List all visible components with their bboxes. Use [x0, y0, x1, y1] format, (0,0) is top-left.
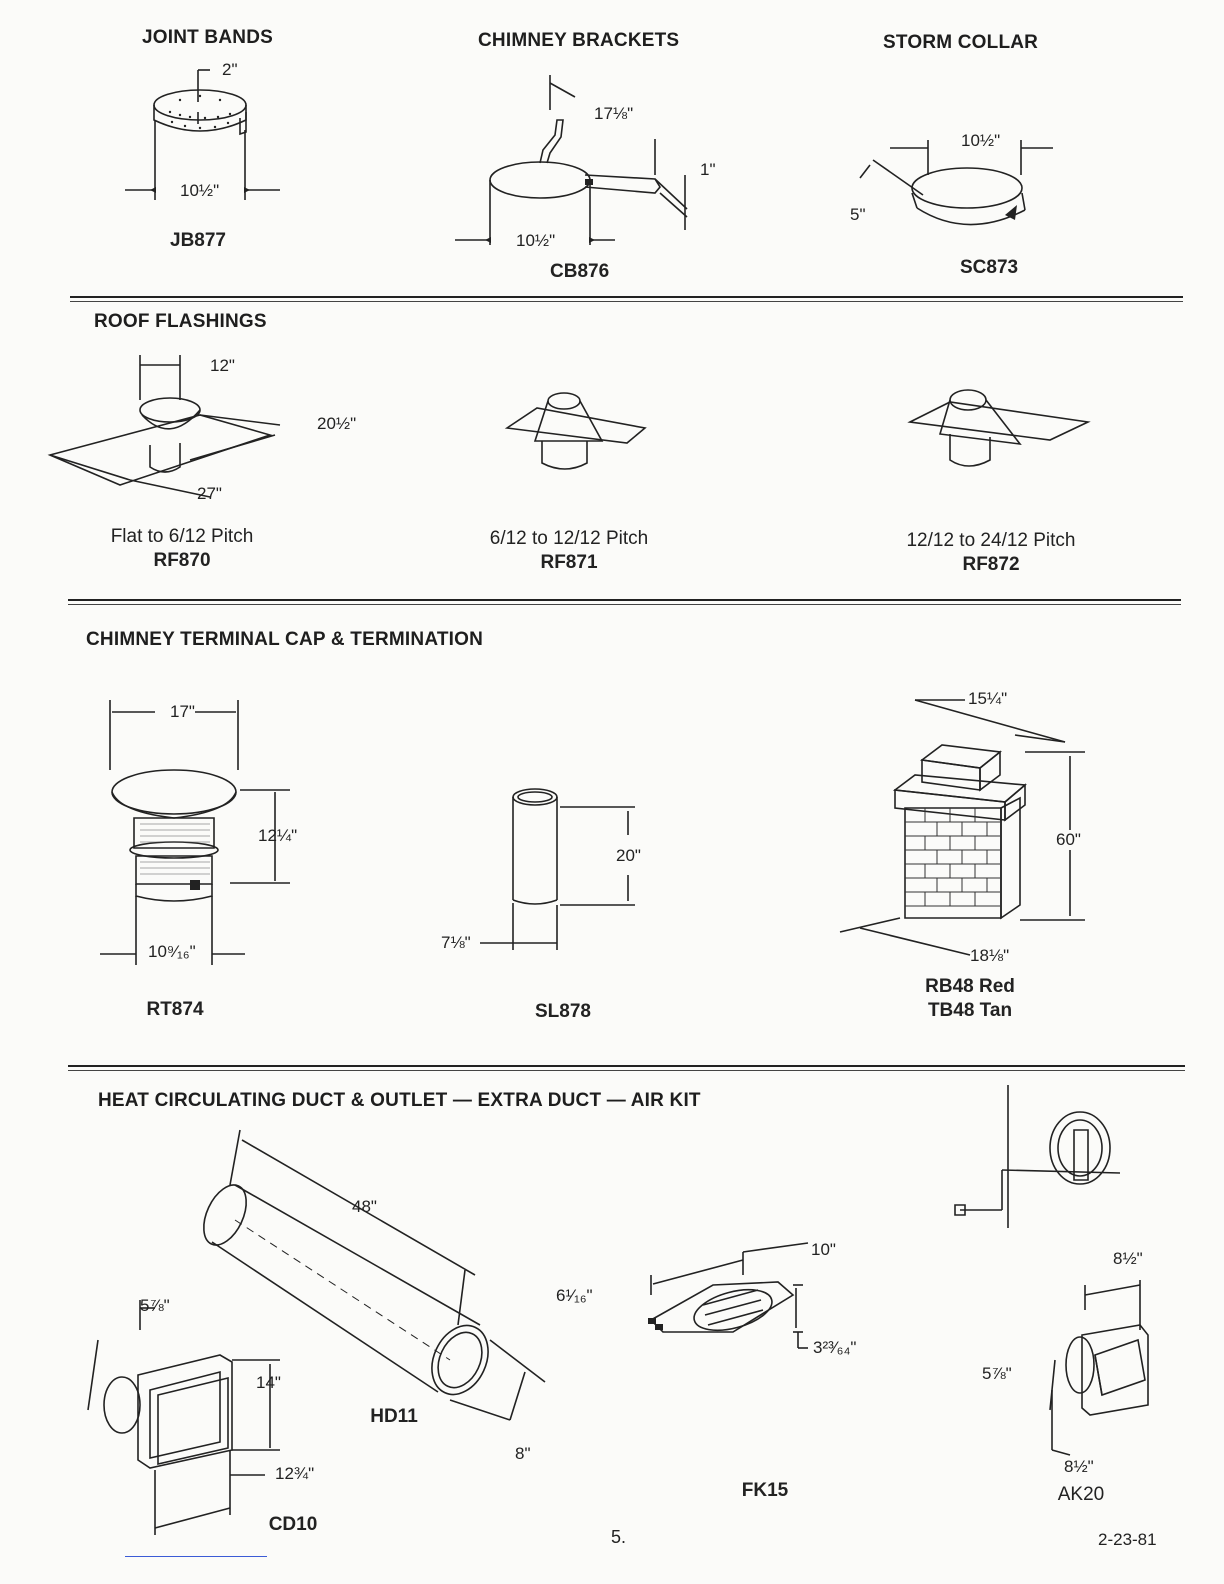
storm-collar-height-dim: 5": [850, 205, 866, 224]
terminal-cap-title: CHIMNEY TERMINAL CAP & TERMINATION: [86, 629, 484, 650]
tb48-code: TB48 Tan: [927, 1000, 1013, 1021]
ak20-height-dim: 8½": [1064, 1457, 1094, 1476]
rf872-code: RF872: [962, 554, 1020, 575]
sl878-code: SL878: [535, 1001, 591, 1022]
bracket-offset-dim: 1": [700, 160, 716, 179]
fk15-height-dim: 3²³⁄₆₄": [813, 1338, 857, 1357]
chimney-base-dim: 18⅛": [970, 946, 1010, 965]
rt874-width-dim: 17": [170, 702, 195, 721]
hd11-illustration: [190, 1130, 560, 1440]
storm-collar-title: STORM COLLAR: [883, 32, 1039, 53]
rf871-code: RF871: [540, 552, 598, 573]
rf872-illustration: [910, 382, 1090, 472]
ak20-width-dim: 8½": [1113, 1249, 1143, 1268]
hd11-diameter-dim: 6¹⁄₁₆": [556, 1286, 593, 1305]
joint-band-illustration: [110, 60, 290, 210]
sl878-illustration: [440, 785, 650, 955]
rf870-width-dim: 12": [210, 356, 235, 375]
jb877-code: JB877: [170, 230, 226, 251]
ak20-wall-illustration: [950, 1085, 1130, 1235]
hd11-length-dim: 48": [352, 1197, 377, 1216]
page-number: 5.: [611, 1527, 627, 1547]
joint-band-diameter-dim: 10½": [180, 181, 220, 200]
chimney-brackets-title: CHIMNEY BRACKETS: [478, 30, 680, 51]
hd11-end-dim: 8": [515, 1444, 531, 1463]
heat-duct-title: HEAT CIRCULATING DUCT & OUTLET — EXTRA D…: [98, 1090, 701, 1111]
rf872-caption: 12/12 to 24/12 Pitch: [906, 530, 1076, 551]
joint-band-height-dim: 2": [222, 60, 238, 79]
rt874-code: RT874: [146, 999, 204, 1020]
bracket-length-dim: 17⅛": [594, 104, 634, 123]
chimney-bracket-illustration: [455, 75, 705, 255]
rf871-illustration: [507, 383, 647, 473]
cd10-code: CD10: [268, 1514, 318, 1535]
cd10-depth-dim: 5⅞": [140, 1296, 170, 1315]
cb876-code: CB876: [550, 261, 610, 282]
rf870-length-dim: 27": [197, 484, 222, 503]
rf870-code: RF870: [153, 550, 211, 571]
rf870-depth-dim: 20½": [317, 414, 357, 433]
chimney-brick-illustration: [840, 690, 1090, 960]
print-date: 2-23-81: [1098, 1530, 1157, 1549]
sc873-code: SC873: [960, 257, 1019, 278]
rt874-base-dim: 10⁹⁄₁₆": [148, 942, 196, 961]
divider-1: [70, 296, 1183, 298]
ak20-depth-dim: 5⅞": [982, 1364, 1012, 1383]
rt874-height-dim: 12¼": [258, 826, 298, 845]
divider-1b: [70, 301, 1183, 302]
cd10-height-dim: 14": [256, 1373, 281, 1392]
storm-collar-illustration: [845, 120, 1055, 250]
cd10-width-dim: 12¾": [275, 1464, 315, 1483]
divider-2: [68, 599, 1181, 601]
fk15-illustration: [648, 1240, 863, 1360]
rf870-caption: Flat to 6/12 Pitch: [110, 526, 254, 547]
sl878-height-dim: 20": [616, 846, 641, 865]
sl878-diameter-dim: 7⅛": [441, 933, 471, 952]
fk15-code: FK15: [741, 1480, 789, 1501]
chimney-top-dim: 15¼": [968, 689, 1008, 708]
roof-flashings-title: ROOF FLASHINGS: [94, 311, 267, 332]
storm-collar-diameter-dim: 10½": [961, 131, 1001, 150]
rb48-code: RB48 Red: [925, 976, 1015, 997]
joint-bands-title: JOINT BANDS: [142, 27, 273, 48]
ak20-vent-illustration: [1040, 1280, 1160, 1460]
divider-3: [68, 1065, 1185, 1067]
ak20-code: AK20: [1057, 1484, 1105, 1505]
cd10-illustration: [80, 1300, 290, 1540]
divider-3b: [68, 1070, 1185, 1071]
rt874-illustration: [100, 700, 300, 970]
fk15-length-dim: 10": [811, 1240, 836, 1259]
footer-rule: [125, 1556, 267, 1557]
rf870-illustration: [50, 355, 370, 505]
rf871-caption: 6/12 to 12/12 Pitch: [489, 528, 649, 549]
chimney-height-dim: 60": [1056, 830, 1081, 849]
bracket-diameter-dim: 10½": [516, 231, 556, 250]
divider-2b: [68, 604, 1181, 605]
hd11-code: HD11: [370, 1406, 418, 1427]
